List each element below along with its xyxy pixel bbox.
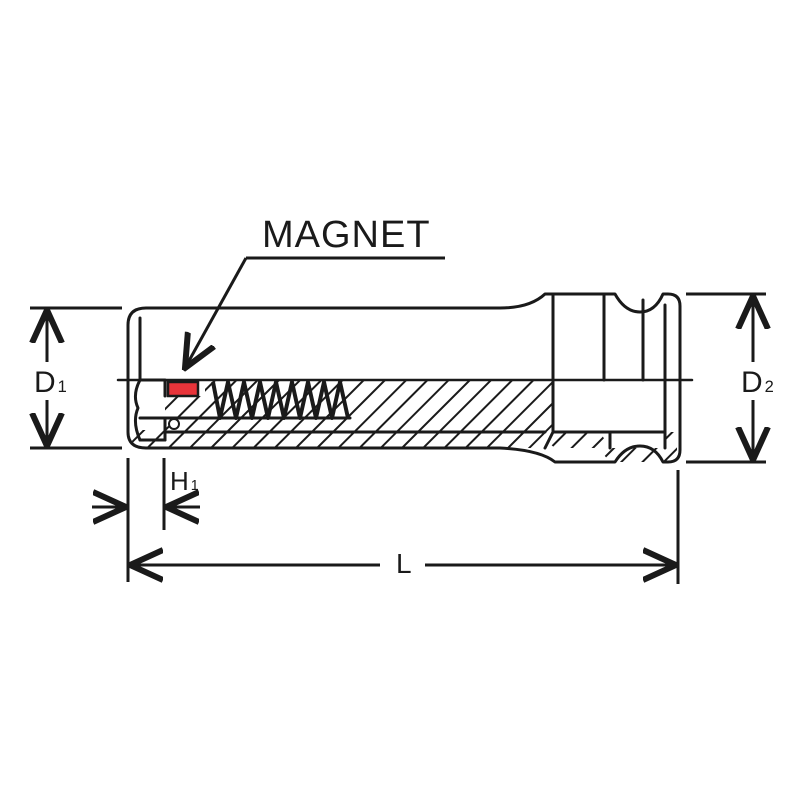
magnet-callout-label: MAGNET [262,214,431,256]
magnet [166,380,200,398]
h1-main: H [170,466,189,496]
spring [211,380,350,420]
magnet-leader [185,256,445,368]
h1-subscript: 1 [190,478,199,494]
ball-detent [168,418,180,430]
socket-outline-top [126,292,682,464]
l-dimension-label: L [390,550,418,578]
d1-main: D [34,366,56,399]
d2-subscript: 2 [764,378,774,396]
d2-main: D [741,366,763,399]
d1-subscript: 1 [57,378,67,396]
